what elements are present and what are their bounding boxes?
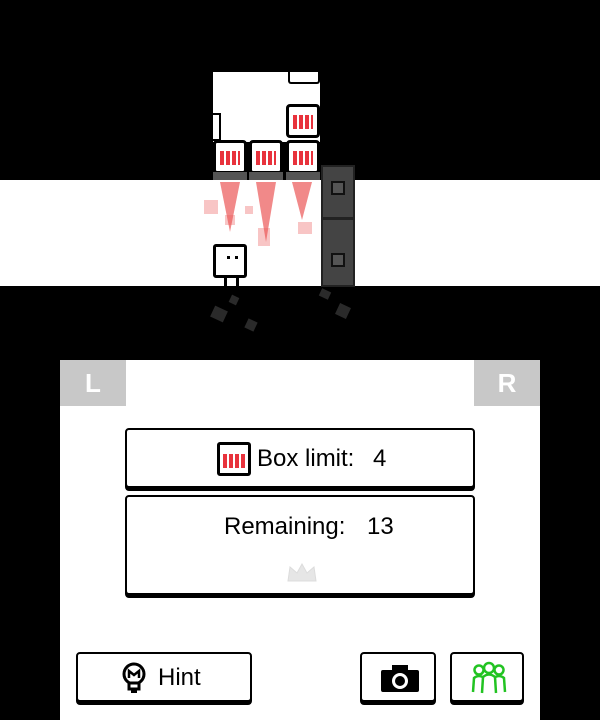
box-limit-panel: Box limit: 4 — [125, 428, 475, 488]
r-shoulder-button[interactable]: R — [474, 360, 540, 406]
flame-particle — [258, 228, 270, 246]
l-shoulder-button[interactable]: L — [60, 360, 126, 406]
game-view — [0, 72, 600, 332]
crown-icon — [287, 562, 317, 582]
debris — [318, 288, 332, 300]
lightbulb-icon — [122, 662, 146, 693]
box-limit-value: 4 — [373, 445, 387, 472]
jet-box — [249, 140, 283, 180]
r-label: R — [497, 367, 517, 398]
sliding-pillar — [321, 165, 355, 287]
boxboy-character — [213, 244, 247, 288]
debris — [335, 303, 351, 319]
jet-box — [213, 140, 247, 180]
jet-flame — [256, 182, 276, 242]
box-icon — [217, 442, 251, 476]
terrain-notch — [288, 72, 320, 84]
jet-flame — [292, 182, 312, 220]
box-limit-label: Box limit: — [257, 445, 355, 472]
box-connector — [213, 113, 221, 141]
camera-icon — [381, 665, 419, 692]
people-icon — [471, 661, 507, 694]
debris — [244, 318, 258, 332]
touch-screen: L R Box limit: 4 Remaining: 13 Hint — [60, 360, 540, 720]
jet-flame — [220, 182, 240, 232]
community-button[interactable] — [450, 652, 524, 702]
jet-box — [286, 104, 320, 138]
flame-particle — [225, 215, 235, 225]
remaining-label: Remaining: — [224, 513, 346, 540]
flame-particle — [204, 200, 218, 214]
hint-button[interactable]: Hint — [76, 652, 252, 702]
camera-button[interactable] — [360, 652, 436, 702]
hint-label: Hint — [158, 664, 201, 691]
jet-box — [286, 140, 320, 180]
debris — [228, 294, 240, 306]
remaining-panel: Remaining: 13 — [125, 495, 475, 595]
flame-particle — [298, 222, 312, 234]
remaining-value: 13 — [367, 513, 394, 540]
flame-particle — [245, 206, 253, 214]
l-label: L — [85, 367, 101, 398]
debris — [210, 305, 228, 323]
